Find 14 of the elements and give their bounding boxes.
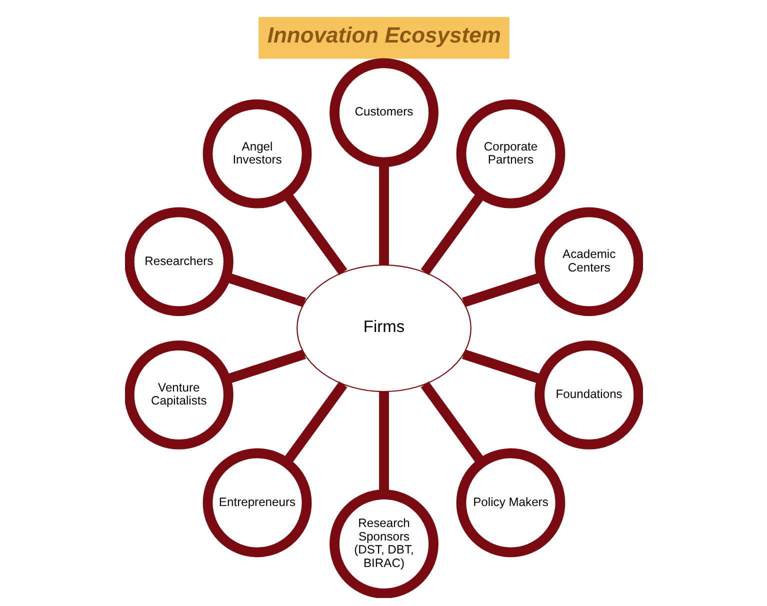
node-circle: Venture Capitalists: [124, 340, 233, 450]
node-circle: Research Sponsors (DST, DBT, BIRAC): [329, 490, 438, 598]
connector: [420, 192, 485, 276]
diagram-title: Innovation Ecosystem: [266, 22, 500, 48]
node-circle: Researchers: [124, 207, 233, 316]
node-circle: Foundations: [534, 340, 642, 450]
connector: [282, 192, 347, 276]
node-circle: Customers: [329, 58, 438, 168]
node-circle: Corporate Partners: [456, 99, 565, 208]
node-circle: Angel Investors: [202, 99, 312, 208]
node-circle: Academic Centers: [534, 207, 642, 316]
node-ellipse: Firms: [296, 264, 471, 392]
node-circle: Policy Makers: [456, 448, 565, 558]
node-circle: Entrepreneurs: [202, 448, 312, 558]
